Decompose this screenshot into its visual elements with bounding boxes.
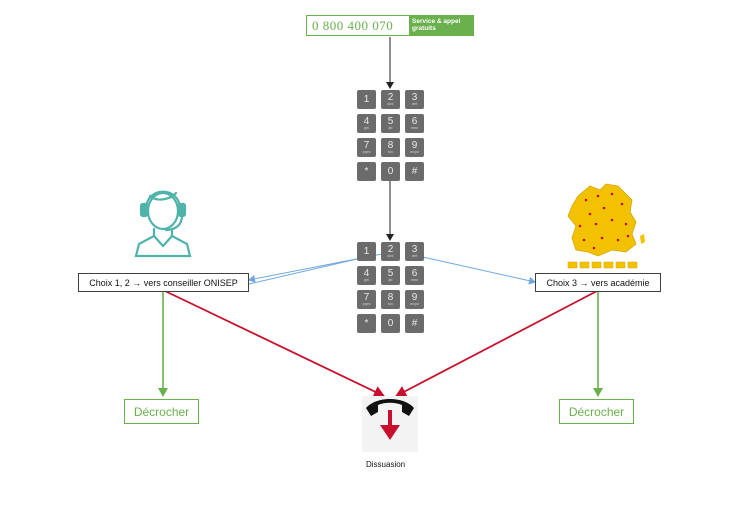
key-digit: * — [364, 318, 369, 329]
red-arrow-right — [395, 290, 598, 397]
keypad-key[interactable]: 0 — [381, 314, 400, 333]
key-digit: 9 — [411, 292, 418, 303]
key-digit: 5 — [387, 116, 394, 127]
key-digit: * — [364, 166, 369, 177]
blue-line-to-left-choice-2 — [248, 255, 371, 285]
key-digit: 9 — [411, 140, 418, 151]
key-letters: mno — [410, 125, 419, 130]
dissuasion-label: Dissuasion — [366, 460, 406, 469]
keypad-key[interactable]: # — [405, 162, 424, 181]
keypad-key[interactable]: 1 — [357, 90, 376, 109]
key-letters: ghi — [363, 125, 370, 130]
right-pickup-box: Décrocher — [559, 399, 634, 424]
key-letters: pqrs — [362, 301, 371, 306]
key-digit: 4 — [363, 116, 370, 127]
free-service-tag: Service & appel gratuits — [409, 16, 473, 35]
red-arrow-left — [164, 290, 385, 398]
keypad-key[interactable]: # — [405, 314, 424, 333]
key-letters: abc — [387, 101, 394, 106]
left-choice-box: Choix 1, 2 → vers conseiller ONISEP — [78, 273, 249, 292]
key-letters: mno — [410, 277, 419, 282]
keypad-key[interactable]: * — [357, 162, 376, 181]
key-letters: abc — [387, 253, 394, 258]
left-pickup-box: Décrocher — [124, 399, 199, 424]
key-digit: 2 — [387, 92, 394, 103]
key-digit: 3 — [411, 244, 418, 255]
key-letters: ghi — [363, 277, 370, 282]
keypad-key[interactable]: 0 — [381, 162, 400, 181]
key-letters: def — [411, 101, 418, 106]
key-letters: def — [411, 253, 418, 258]
key-digit: 4 — [363, 268, 370, 279]
key-digit: 6 — [411, 116, 418, 127]
key-digit: 8 — [387, 292, 394, 303]
key-digit: # — [411, 166, 418, 177]
phone-number: 0 800 400 070 — [312, 18, 394, 33]
key-letters: tuv — [387, 301, 394, 306]
blue-line-to-right-choice — [404, 252, 536, 285]
key-digit: 3 — [411, 92, 418, 103]
key-digit: 2 — [387, 244, 394, 255]
keypad-key[interactable]: 1 — [357, 242, 376, 261]
france-map-icon — [567, 183, 645, 269]
key-digit: 0 — [387, 166, 394, 177]
key-letters: pqrs — [362, 149, 371, 154]
key-digit: 6 — [411, 268, 418, 279]
key-digit: 1 — [363, 94, 370, 105]
key-digit: 8 — [387, 140, 394, 151]
keypad-key[interactable]: * — [357, 314, 376, 333]
headset-agent-icon — [134, 190, 192, 258]
key-digit: # — [411, 318, 418, 329]
key-letters: jkl — [388, 277, 393, 282]
key-digit: 1 — [363, 246, 370, 257]
hang-up-phone-icon — [362, 396, 418, 452]
key-digit: 5 — [387, 268, 394, 279]
key-letters: tuv — [387, 149, 394, 154]
key-digit: 7 — [363, 140, 370, 151]
right-choice-box: Choix 3 → vers académie — [535, 273, 661, 292]
free-number-banner: 0 800 400 070 Service & appel gratuits — [306, 15, 474, 36]
key-letters: wxyz — [410, 149, 419, 154]
key-letters: jkl — [388, 125, 393, 130]
key-digit: 7 — [363, 292, 370, 303]
key-digit: 0 — [387, 318, 394, 329]
key-letters: wxyz — [410, 301, 419, 306]
